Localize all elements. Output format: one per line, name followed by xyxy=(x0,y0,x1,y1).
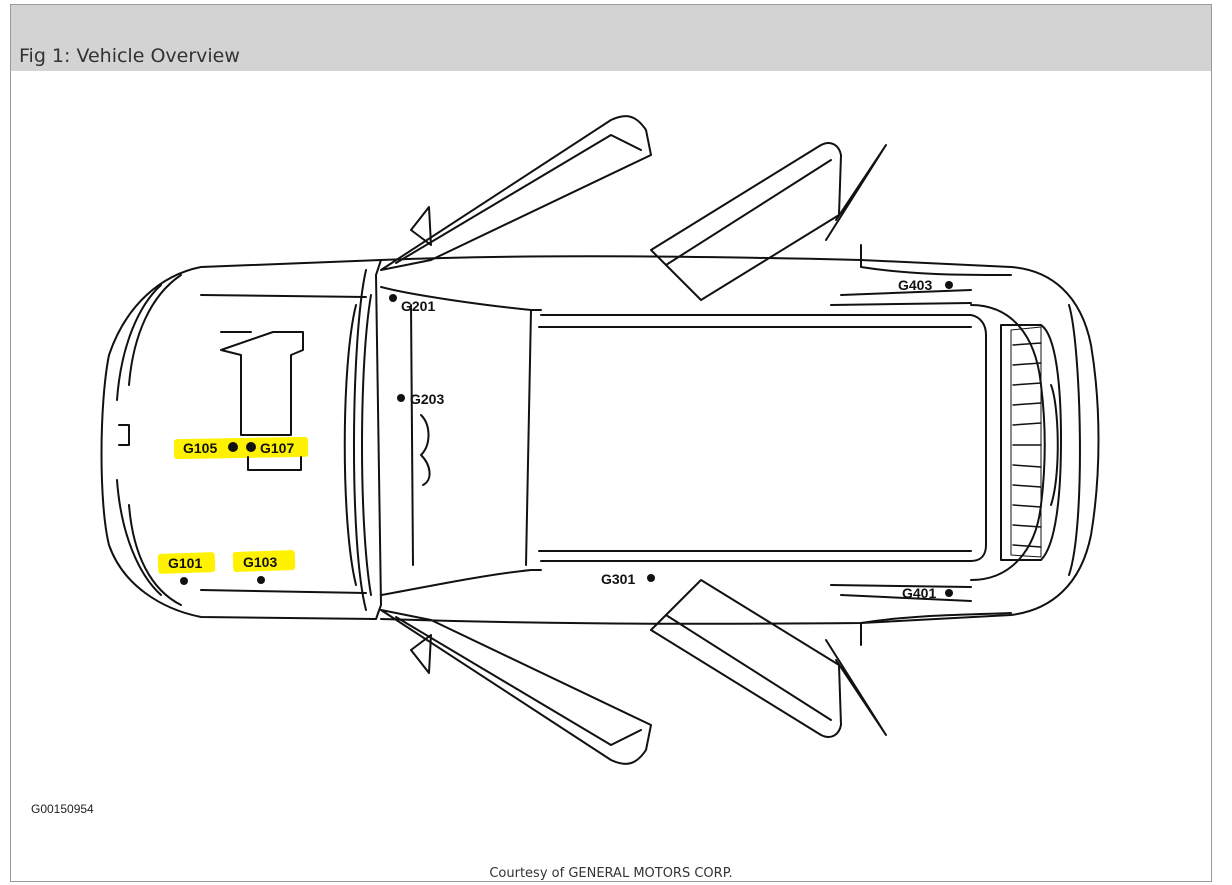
g301-marker xyxy=(647,574,655,582)
label-g401: G401 xyxy=(902,585,936,601)
figure-header: Fig 1: Vehicle Overview xyxy=(11,5,1211,71)
g403-marker xyxy=(945,281,953,289)
highlights xyxy=(157,436,309,574)
image-code: G00150954 xyxy=(31,802,94,816)
ground-labels: G101 G103 G105 G107 G201 G203 G301 G401 … xyxy=(168,277,936,601)
doors xyxy=(380,115,887,765)
figure-title: Fig 1: Vehicle Overview xyxy=(19,45,240,67)
figure-frame: Fig 1: Vehicle Overview xyxy=(10,4,1212,882)
g103-marker xyxy=(257,576,265,584)
vehicle-diagram: G101 G103 G105 G107 G201 G203 G301 G401 … xyxy=(100,115,1100,765)
label-g203: G203 xyxy=(410,391,444,407)
label-g105: G105 xyxy=(183,440,217,456)
ground-points xyxy=(180,281,953,597)
label-g403: G403 xyxy=(898,277,932,293)
label-g101: G101 xyxy=(168,555,202,571)
label-g301: G301 xyxy=(601,571,635,587)
credit-line: Courtesy of GENERAL MOTORS CORP. xyxy=(489,866,733,881)
g203-marker xyxy=(397,394,405,402)
g201-marker xyxy=(389,294,397,302)
g105-marker xyxy=(228,442,238,452)
g101-marker xyxy=(180,577,188,585)
label-g201: G201 xyxy=(401,298,435,314)
g401-marker xyxy=(945,589,953,597)
label-g103: G103 xyxy=(243,554,277,570)
label-g107: G107 xyxy=(260,440,294,456)
vehicle-body xyxy=(100,244,1100,646)
g107-marker xyxy=(246,442,256,452)
